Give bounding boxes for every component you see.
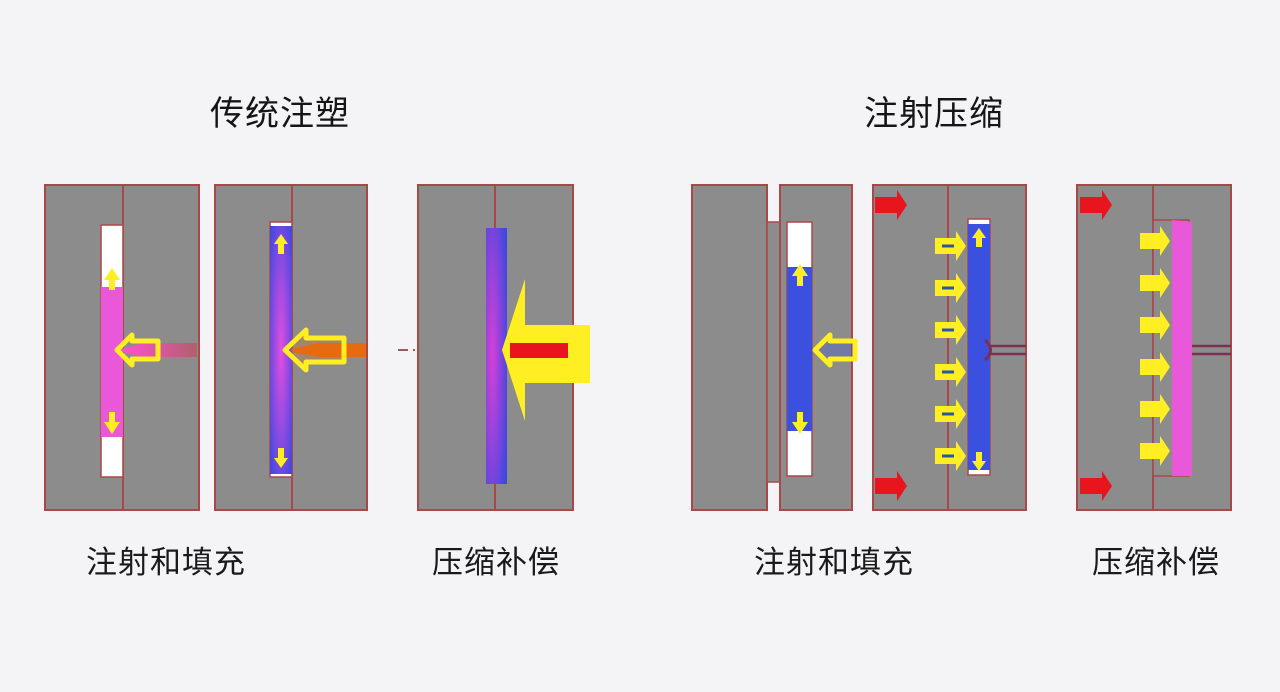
mold-panel-compression-compensate [1076, 184, 1232, 511]
mold-panel-traditional-fill [44, 184, 200, 511]
section-title-traditional: 传统注塑 [210, 94, 350, 134]
section-title-injection-compression: 注射压缩 [864, 94, 1004, 134]
mold-panel-compression-press [872, 184, 1027, 511]
press-arrow-icon [875, 190, 907, 220]
caption-compression-fill: 注射和填充 [754, 545, 914, 581]
caption-traditional-fill: 注射和填充 [86, 545, 246, 581]
mold-panel-traditional-filled [214, 184, 368, 511]
mold-panel-compression-fill [691, 184, 858, 511]
mold-panel-traditional-compress [417, 184, 590, 511]
caption-traditional-compress: 压缩补偿 [432, 545, 560, 581]
caption-compression-compensate: 压缩补偿 [1092, 545, 1220, 581]
